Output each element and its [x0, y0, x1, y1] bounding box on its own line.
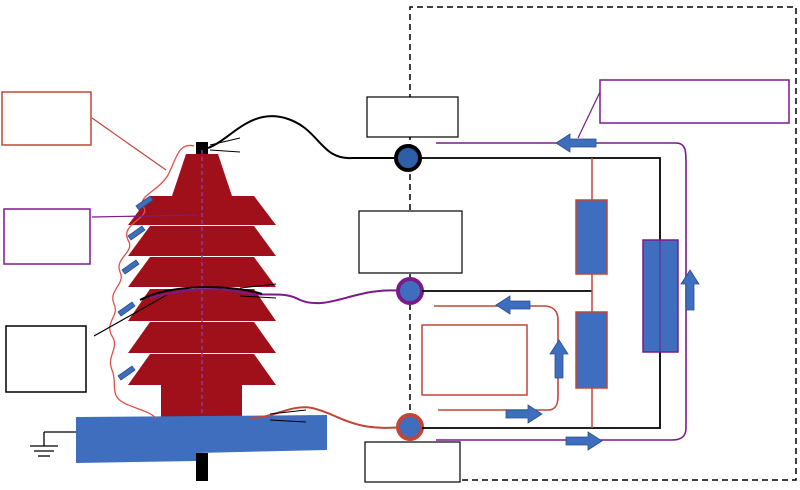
flow-arrow-icon [121, 259, 140, 275]
right-black-wires [420, 157, 661, 429]
insulator-top-terminal [196, 142, 208, 154]
middle-purple-wire [149, 288, 405, 305]
middle-black-band [139, 286, 263, 301]
flow-arrow-icon [117, 365, 136, 381]
label-box-top-right [599, 79, 790, 124]
leader-line-left-purple [91, 214, 199, 218]
leakage-arrows [117, 195, 154, 381]
leader-line-top-left [91, 117, 167, 171]
leader-line-top-right [577, 91, 601, 139]
flow-arrow-icon [549, 339, 569, 379]
bottom-red-wire [249, 406, 405, 429]
base-plate [76, 415, 327, 463]
circuit-arrows [495, 133, 700, 451]
label-box-top-center [366, 96, 459, 138]
clip-bottom [269, 409, 307, 423]
top-black-wire [207, 115, 404, 160]
terminal-bottom [396, 413, 424, 441]
flow-arrow-icon [495, 295, 531, 315]
flow-arrow-icon [117, 301, 136, 317]
resistor-lower [575, 311, 608, 389]
insulator [128, 142, 276, 430]
ground-icon [30, 431, 76, 457]
label-box-middle-center [358, 210, 463, 274]
leader-line-left-black [93, 291, 173, 337]
label-box-left-black [5, 325, 87, 393]
clip-middle [239, 283, 277, 299]
insulator-shed-1 [128, 196, 276, 225]
flow-arrow-icon [555, 133, 597, 153]
flow-arrow-icon [505, 404, 543, 424]
label-box-bottom-center [364, 441, 461, 483]
clip-top [209, 137, 241, 153]
resistor-upper [575, 199, 608, 275]
flow-arrow-icon [127, 225, 146, 241]
flow-arrow-icon [135, 195, 154, 211]
flow-arrow-icon [565, 431, 603, 451]
base-rod [196, 453, 208, 481]
terminal-top [394, 144, 422, 172]
label-box-top-left [1, 91, 92, 146]
insulator-shed-5 [128, 322, 276, 353]
label-box-left-purple [3, 208, 91, 265]
flow-arrow-icon [680, 269, 700, 311]
terminal-middle [396, 277, 424, 305]
leakage-path-wire [109, 144, 195, 419]
label-box-inner-red [421, 324, 528, 396]
